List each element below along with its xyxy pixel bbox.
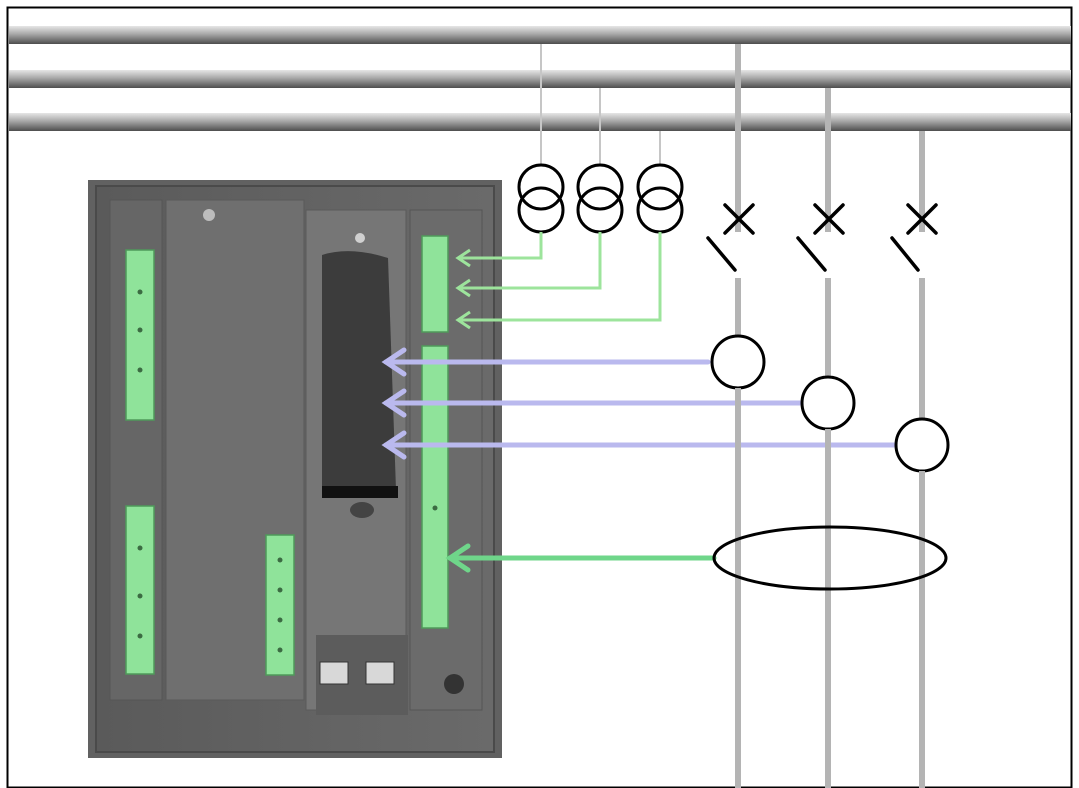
screw-icon	[355, 233, 365, 243]
breaker-cross-icon	[796, 203, 845, 272]
relay-handle-foot	[322, 486, 398, 498]
current-transformer-circle-icon	[710, 334, 766, 390]
busbar-1	[9, 26, 1071, 44]
relay-handle	[322, 251, 396, 490]
relay-handle-knob	[350, 502, 374, 518]
terminal-block-current	[421, 345, 449, 629]
arrow-left-icon	[445, 543, 471, 573]
current-transformer-circle-icon	[800, 375, 856, 431]
current-transformer-circle-icon	[894, 417, 950, 473]
comm-port-1-icon	[319, 661, 349, 685]
arrow-left-icon	[381, 347, 407, 460]
terminal-screws	[137, 289, 438, 653]
ct-symbols	[710, 334, 950, 473]
feeder-through-ct	[735, 388, 925, 530]
core-balance-ct-ellipse-icon	[712, 525, 948, 591]
breaker-cross-icon	[706, 203, 755, 272]
terminal-block-left-upper	[125, 249, 155, 421]
earth-wiring	[445, 543, 717, 573]
current-wiring	[381, 347, 897, 460]
arrow-left-icon	[455, 248, 471, 330]
protection-relay	[88, 180, 502, 758]
terminal-block-center	[265, 534, 295, 676]
breaker-cross-icon	[890, 203, 938, 272]
voltage-wiring	[455, 232, 662, 330]
vt-drop-lines	[540, 44, 661, 165]
comm-port-2-icon	[365, 661, 395, 685]
breaker-symbols	[706, 203, 938, 272]
screw-icon	[203, 209, 215, 221]
reset-button-icon	[444, 674, 464, 694]
terminal-blocks	[125, 235, 449, 676]
terminal-block-voltage	[421, 235, 449, 333]
terminal-block-left-lower	[125, 505, 155, 675]
